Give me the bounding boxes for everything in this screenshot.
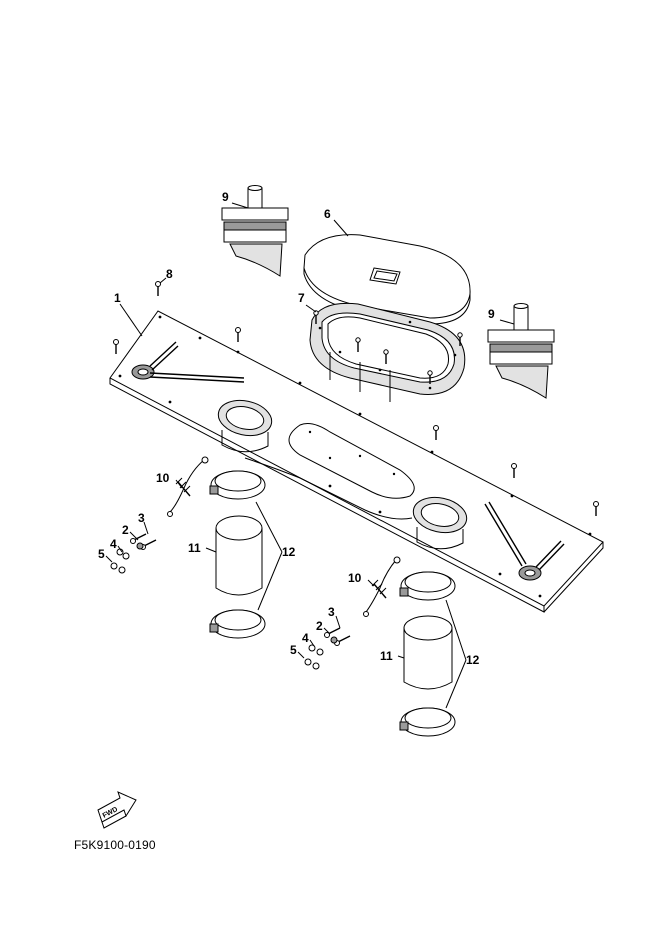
diagram-code: F5K9100-0190 <box>74 838 156 852</box>
callout-4-right: 4 <box>302 631 309 645</box>
callout-6: 6 <box>324 207 331 221</box>
callout-labels: 1 9 9 6 7 8 10 10 11 11 12 12 2 3 4 5 2 … <box>98 190 495 667</box>
callout-9-right: 9 <box>488 307 495 321</box>
deck-screws <box>113 281 599 516</box>
fwd-arrow: FWD <box>97 791 137 829</box>
callout-2-right: 2 <box>316 619 323 633</box>
fasteners-right <box>304 627 351 670</box>
rivet-holes <box>118 315 592 598</box>
callout-12-left: 12 <box>282 545 296 559</box>
callout-4-left: 4 <box>110 537 117 551</box>
callout-11-left: 11 <box>188 541 201 555</box>
callout-7: 7 <box>298 291 305 305</box>
callout-3-left: 3 <box>138 511 145 525</box>
leader-lines <box>105 202 515 709</box>
callout-5-right: 5 <box>290 643 297 657</box>
callout-9-left: 9 <box>222 190 229 204</box>
callout-2-left: 2 <box>122 523 129 537</box>
callout-10-left: 10 <box>156 471 170 485</box>
callout-5-left: 5 <box>98 547 105 561</box>
callout-3-right: 3 <box>328 605 335 619</box>
callout-1: 1 <box>114 291 121 305</box>
callout-12-right: 12 <box>466 653 480 667</box>
callout-8: 8 <box>166 267 173 281</box>
ventilator-left <box>221 185 289 277</box>
fasteners-left <box>110 533 157 574</box>
callout-10-right: 10 <box>348 571 362 585</box>
callout-11-right: 11 <box>380 649 393 663</box>
hatch-ring <box>309 302 466 402</box>
deck-plate <box>109 310 604 613</box>
ventilator-right <box>487 303 555 399</box>
hose-assembly-left <box>167 456 266 639</box>
hose-assembly-right <box>363 556 456 737</box>
